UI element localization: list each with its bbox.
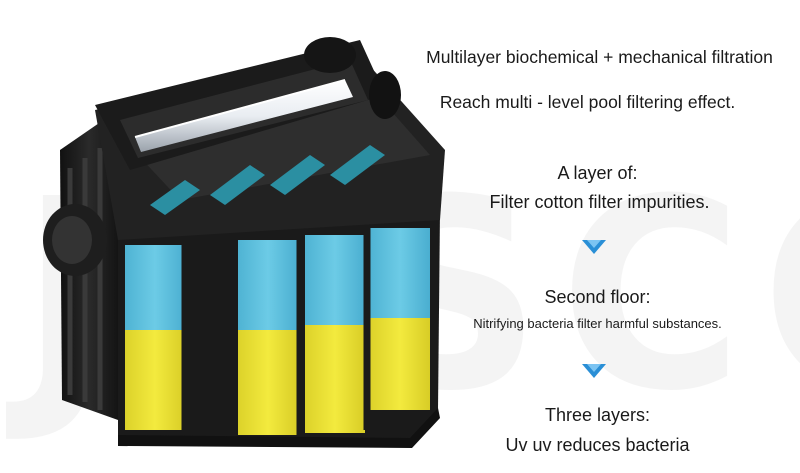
layer1-title: A layer of: — [557, 163, 638, 183]
layer3-title: Three layers: — [544, 405, 651, 425]
down-arrow-icon — [582, 240, 606, 254]
layer2-desc: Nitrifying bacteria filter harmful subst… — [473, 316, 722, 331]
down-arrow-icon — [582, 364, 606, 378]
subheadline: Reach multi - level pool filtering effec… — [439, 92, 736, 112]
headline: Multilayer biochemical + mechanical filt… — [426, 47, 773, 67]
uv-lamp — [135, 80, 353, 152]
layer1-desc: Filter cotton filter impurities. — [489, 192, 710, 212]
layer2-title: Second floor: — [544, 287, 651, 307]
layer3-desc: Uv uv reduces bacteria — [505, 435, 690, 455]
filter-columns — [125, 228, 430, 435]
pond-filter-image — [43, 37, 445, 448]
description-panel: Multilayer biochemical + mechanical filt… — [395, 0, 800, 473]
